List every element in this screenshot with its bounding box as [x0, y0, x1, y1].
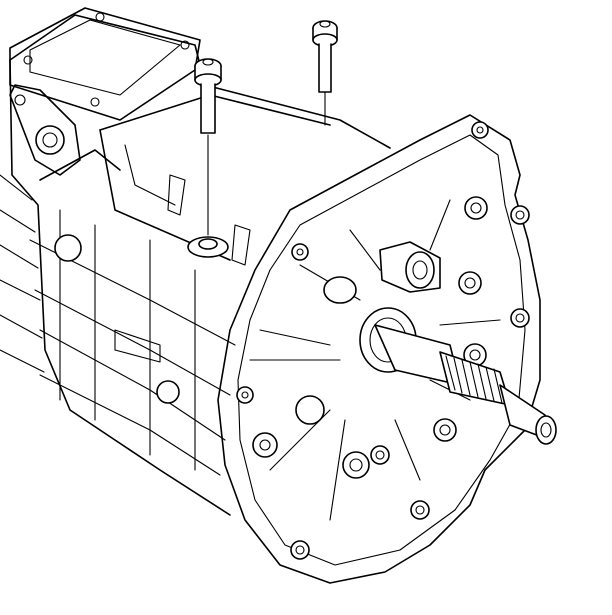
bolt	[194, 58, 222, 236]
bolt	[312, 20, 338, 126]
top-cover	[9, 7, 201, 176]
bellhousing-flange	[217, 114, 541, 584]
input-shaft	[359, 307, 557, 445]
transmission-case	[0, 14, 391, 516]
